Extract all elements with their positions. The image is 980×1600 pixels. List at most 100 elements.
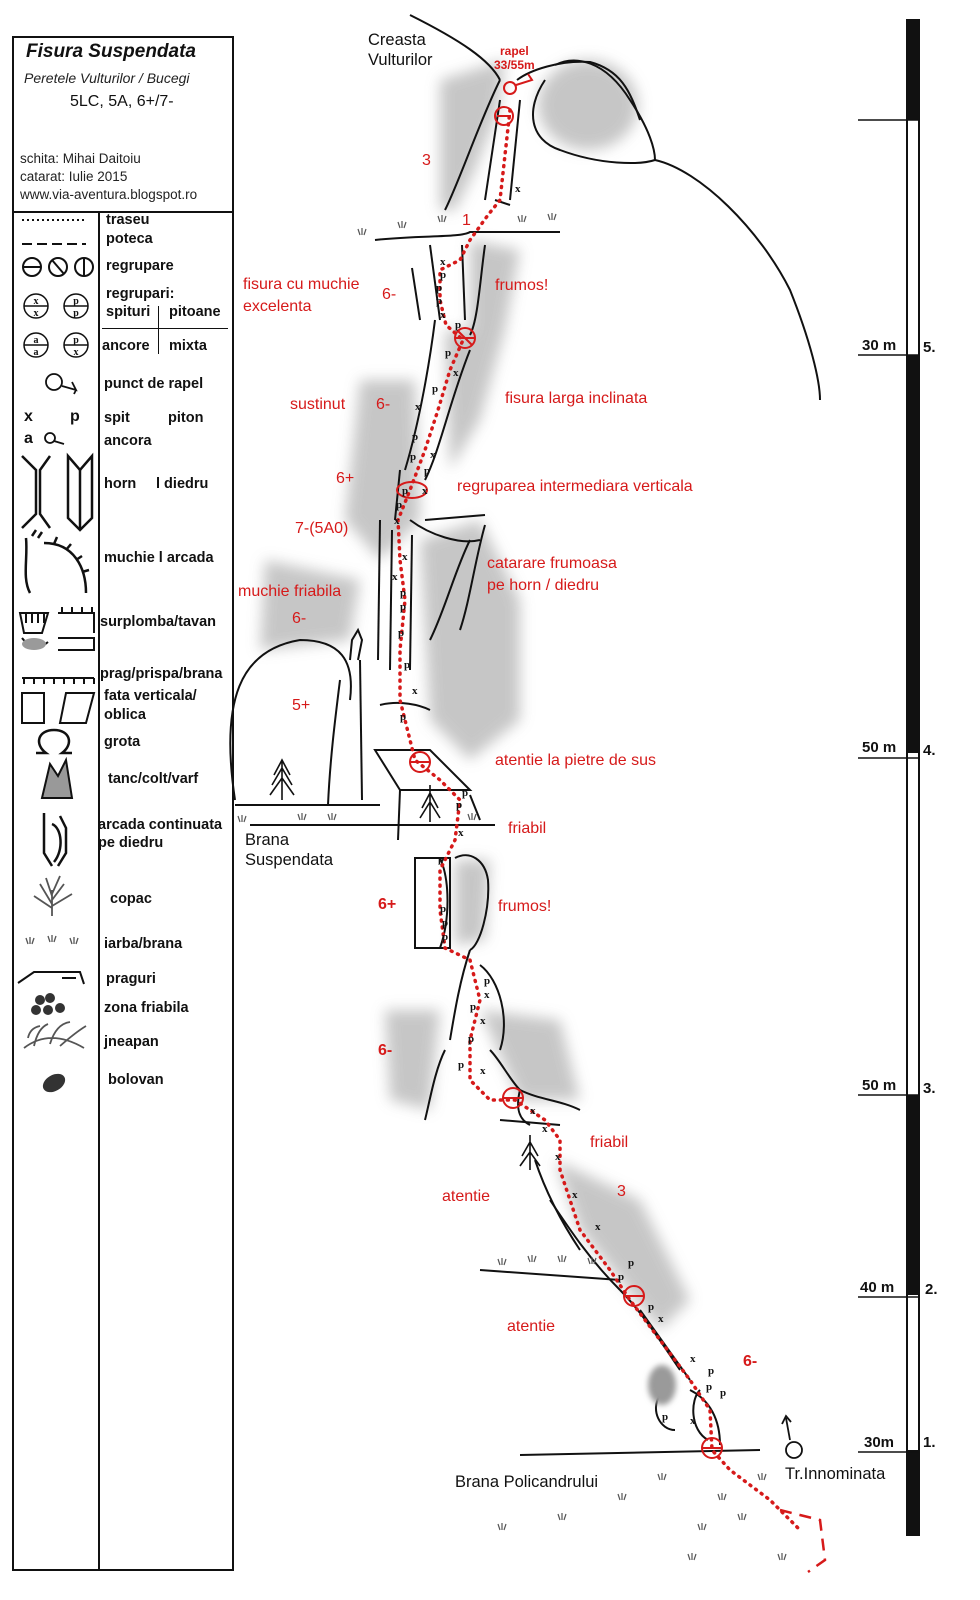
arete-arch-icon: [24, 529, 90, 594]
legend-face-vertical: fata verticala/: [104, 688, 197, 704]
legend-mixed: mixta: [169, 338, 207, 354]
legend-overhang: surplomba/tavan: [100, 614, 217, 630]
svg-text:p: p: [648, 1301, 654, 1313]
steps-icon: [17, 971, 85, 985]
svg-text:p: p: [442, 917, 448, 929]
svg-text:x: x: [74, 347, 79, 358]
rappel-point-icon: [45, 373, 78, 395]
roof-shade: [22, 638, 46, 650]
svg-text:x: x: [480, 1015, 486, 1027]
svg-text:x: x: [440, 256, 446, 268]
tree-icon: [269, 758, 541, 1170]
chimney-icon: [21, 455, 52, 529]
route-note: friabil: [508, 820, 547, 837]
pitch-length: 40 m: [860, 1279, 895, 1296]
innominata-marker: [781, 1414, 803, 1459]
vertical-face-icon: [21, 692, 45, 724]
legend-chimney: horn: [104, 476, 137, 492]
cave-icon: [36, 728, 72, 755]
svg-text:x: x: [530, 1105, 536, 1117]
anchor-ring-icon: [44, 432, 65, 445]
rappel-label: rapel 33/55m: [494, 44, 535, 72]
svg-text:x: x: [430, 449, 436, 461]
svg-text:p: p: [412, 431, 418, 443]
svg-text:p: p: [440, 269, 446, 281]
svg-text:x: x: [394, 515, 400, 527]
legend-arch-continued: arcada continuata: [98, 817, 223, 833]
arch-continued-icon: [42, 813, 68, 867]
grade-note: 3: [422, 152, 431, 169]
brana-policandrului-label: Brana Policandrului: [455, 1473, 599, 1491]
pitch-number: 4.: [923, 742, 936, 759]
bolt-belay-icon: [23, 293, 89, 358]
belay-icon: [494, 106, 514, 126]
grass-icon: [25, 935, 79, 945]
grade-note: 7-(5A0): [295, 520, 349, 537]
route-note: frumos!: [498, 898, 552, 915]
legend-panel: Fisura Suspendata Peretele Vulturilor / …: [12, 36, 234, 1571]
svg-text:p: p: [462, 787, 468, 799]
belay-stations: [396, 73, 723, 1459]
svg-text:p: p: [618, 1271, 624, 1283]
svg-text:x: x: [415, 401, 421, 413]
legend-belay-divider: [102, 328, 228, 329]
svg-text:p: p: [404, 659, 410, 671]
svg-text:x: x: [402, 551, 408, 563]
tree-icon: [33, 875, 73, 916]
svg-text:p: p: [398, 627, 404, 639]
rock-shading: [260, 60, 690, 1330]
svg-text:x: x: [515, 183, 521, 195]
ledge-icon: [22, 677, 95, 684]
svg-text:p: p: [468, 1033, 474, 1045]
route-note: fisura larga inclinata: [505, 390, 648, 407]
svg-text:x: x: [484, 989, 490, 1001]
scale-bar: [858, 19, 920, 1536]
legend-grass: iarba/brana: [104, 936, 183, 952]
route-location: Peretele Vulturilor / Bucegi: [24, 70, 190, 86]
dwarf-pine-icon: [23, 1021, 87, 1049]
svg-text:p: p: [424, 465, 430, 477]
svg-text:p: p: [706, 1381, 712, 1393]
svg-text:p: p: [436, 282, 442, 294]
svg-text:p: p: [456, 799, 462, 811]
svg-text:a: a: [34, 335, 39, 346]
pitch-number: 3.: [923, 1080, 936, 1097]
pitch-length: 50 m: [862, 739, 897, 756]
grass-tufts: [237, 213, 787, 1561]
svg-text:p: p: [402, 485, 408, 497]
legend-sym-x: x: [24, 408, 33, 425]
svg-text:p: p: [400, 711, 406, 723]
svg-text:x: x: [555, 1151, 561, 1163]
svg-text:x: x: [34, 308, 39, 319]
pitch-length: 30 m: [862, 337, 897, 354]
svg-text:x: x: [422, 485, 428, 497]
route-note: sustinut: [290, 396, 346, 413]
legend-sym-a: a: [24, 430, 33, 447]
route-grade: 5LC, 5A, 6+/7-: [70, 93, 174, 110]
svg-text:p: p: [73, 296, 79, 307]
innominata-label: Tr.Innominata: [785, 1465, 886, 1483]
grade-note: 6-: [382, 286, 397, 303]
svg-text:x: x: [458, 827, 464, 839]
legend-pitons: pitoane: [169, 304, 221, 320]
rock-outlines: [229, 14, 821, 1456]
svg-text:p: p: [484, 975, 490, 987]
svg-text:x: x: [480, 1065, 486, 1077]
svg-text:a: a: [34, 347, 39, 358]
legend-arch-continued-2: pe diedru: [98, 835, 164, 851]
pitch-number: 5.: [923, 339, 936, 356]
svg-text:x: x: [453, 367, 459, 379]
climb-date: catarat: Iulie 2015: [20, 169, 128, 184]
grade-note: 6-: [743, 1353, 758, 1370]
legend-symbols: xx pp aa px: [17, 219, 96, 1093]
svg-text:p: p: [396, 499, 402, 511]
legend-column-divider: [98, 213, 100, 1569]
website-link[interactable]: www.via-aventura.blogspot.ro: [20, 187, 198, 202]
legend-ledge: prag/prispa/brana: [100, 666, 223, 682]
svg-text:p: p: [662, 1411, 668, 1423]
legend-header: Fisura Suspendata Peretele Vulturilor / …: [14, 38, 232, 213]
route-title: Fisura Suspendata: [26, 41, 196, 62]
legend-dihedral: l diedru: [156, 476, 209, 492]
route-note: friabil: [590, 1134, 629, 1151]
